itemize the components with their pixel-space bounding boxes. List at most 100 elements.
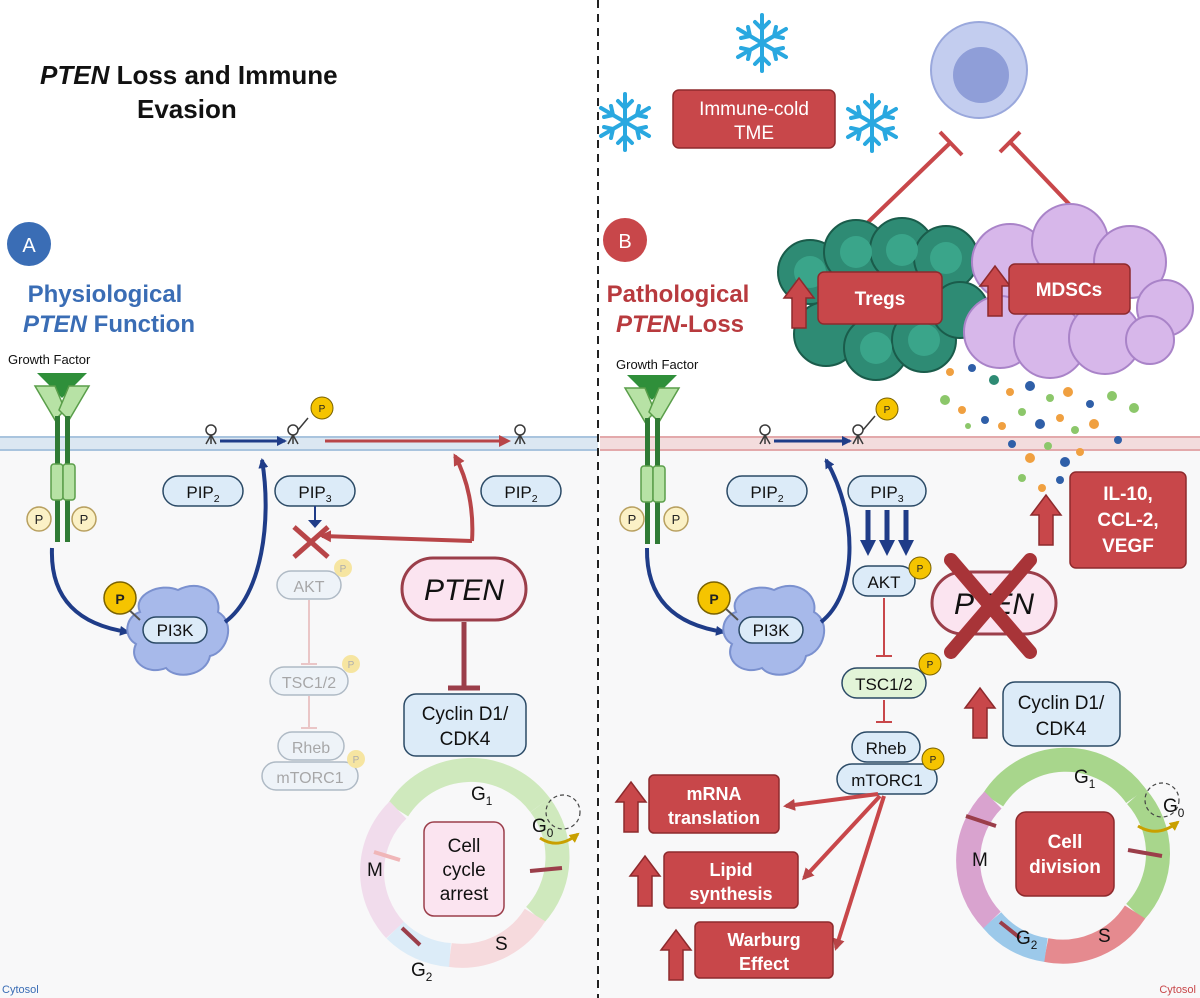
svg-text:TSC1/2: TSC1/2 — [282, 675, 336, 692]
svg-text:mTORC1: mTORC1 — [851, 771, 922, 790]
badge-a — [7, 222, 51, 266]
svg-text:mTORC1: mTORC1 — [276, 770, 343, 787]
svg-text:Rheb: Rheb — [866, 739, 907, 758]
panel-a: A Physiological PTEN Function Growth Fac… — [2, 222, 581, 996]
svg-text:AKT: AKT — [293, 579, 324, 596]
svg-text:Rheb: Rheb — [292, 740, 330, 757]
pi3k-a: PI3K P — [103, 581, 229, 676]
svg-text:Tregs: Tregs — [855, 289, 906, 310]
svg-text:G2: G2 — [1016, 928, 1037, 952]
pten-to-pip2-arrow-a — [453, 453, 475, 542]
panel-a-heading-line2: PTEN Function — [23, 311, 195, 338]
svg-text:PIP2: PIP2 — [186, 483, 219, 505]
growth-factor-receptor-b: P P — [619, 375, 689, 544]
panel-b: B Pathological PTEN-Loss Immune-cold TME — [599, 13, 1196, 996]
membrane-b — [600, 436, 1200, 451]
svg-text:P: P — [672, 512, 681, 527]
svg-text:AKT: AKT — [867, 573, 900, 592]
svg-text:IL-10,: IL-10, — [1103, 484, 1153, 505]
cyclin-box-a: Cyclin D1/ CDK4 — [403, 693, 527, 757]
svg-text:P: P — [709, 591, 718, 607]
svg-text:P: P — [884, 405, 891, 416]
arrow-pi3k-to-membrane-b — [819, 458, 852, 624]
svg-text:PIP3: PIP3 — [870, 483, 903, 505]
cell-cycle-b: Cell division G1 G0 M S G2 — [956, 747, 1185, 964]
svg-text:P: P — [319, 404, 326, 415]
growth-factor-label-a: Growth Factor — [8, 352, 91, 367]
svg-text:PIP2: PIP2 — [504, 483, 537, 505]
svg-text:G0: G0 — [1163, 796, 1185, 820]
svg-text:synthesis: synthesis — [689, 884, 772, 904]
arrow-receptor-to-pi3k-a — [49, 547, 130, 636]
svg-text:Effect: Effect — [739, 954, 789, 974]
pip3-box-a: PIP3 — [274, 475, 356, 507]
svg-text:Cell: Cell — [448, 836, 481, 857]
svg-text:M: M — [367, 860, 383, 881]
page-title-line1: PTEN Loss and Immune — [40, 60, 338, 90]
svg-text:P: P — [927, 660, 934, 671]
triple-arrows-b — [860, 510, 914, 556]
immune-cold-box: Immune-cold TME — [672, 89, 836, 149]
svg-text:division: division — [1029, 857, 1101, 878]
svg-text:PIP3: PIP3 — [298, 483, 331, 505]
svg-text:P: P — [930, 755, 937, 766]
svg-text:G1: G1 — [471, 784, 492, 808]
panel-b-heading-line2: PTEN-Loss — [616, 311, 744, 338]
svg-text:mRNA: mRNA — [686, 784, 741, 804]
pten-protein-a: PTEN — [400, 556, 528, 622]
pip2-box-right-a: PIP2 — [480, 475, 562, 507]
svg-text:Cell: Cell — [1048, 832, 1083, 853]
cyclin-box-b: Cyclin D1/ CDK4 — [1002, 681, 1121, 747]
tregs-box: Tregs — [817, 271, 943, 325]
svg-text:S: S — [1098, 926, 1111, 947]
svg-text:Cyclin D1/: Cyclin D1/ — [422, 704, 509, 725]
svg-text:P: P — [917, 564, 924, 575]
immune-cell — [930, 21, 1028, 119]
lipid-synthesis-box: Lipid synthesis — [663, 851, 799, 909]
svg-text:M: M — [972, 850, 988, 871]
svg-text:PI3K: PI3K — [157, 621, 195, 640]
tsc-box-b: TSC1/2 P — [841, 652, 942, 699]
pip2-box-a: PIP2 — [162, 475, 244, 507]
svg-text:cycle: cycle — [442, 860, 485, 881]
svg-text:Cyclin D1/: Cyclin D1/ — [1018, 693, 1105, 714]
svg-text:Lipid: Lipid — [710, 860, 753, 880]
pten-inhibits-akt-arrow-a — [319, 530, 473, 543]
cytosol-label-a: Cytosol — [2, 984, 39, 996]
cytokines-box: IL-10, CCL-2, VEGF — [1069, 471, 1187, 569]
svg-text:CDK4: CDK4 — [1036, 719, 1087, 740]
svg-text:P: P — [353, 755, 360, 766]
svg-text:CDK4: CDK4 — [440, 729, 491, 750]
akt-box-b: AKT P — [852, 556, 932, 597]
svg-text:VEGF: VEGF — [1102, 536, 1154, 557]
pip2-box-b: PIP2 — [726, 475, 808, 507]
panel-a-heading-line1: Physiological — [28, 281, 183, 308]
svg-text:G1: G1 — [1074, 767, 1095, 791]
badge-a-label: A — [22, 235, 36, 257]
arrow-pi3k-to-membrane-a — [223, 458, 269, 624]
svg-text:S: S — [495, 934, 508, 955]
cell-cycle-a: Cell cycle arrest G1 G0 M S G2 — [360, 757, 581, 984]
svg-text:P: P — [115, 591, 124, 607]
mrna-translation-box: mRNA translation — [648, 774, 780, 834]
cytosol-label-b: Cytosol — [1159, 984, 1196, 996]
svg-text:PI3K: PI3K — [753, 621, 791, 640]
pten-deleted-b: PTEN — [930, 553, 1058, 659]
svg-text:arrest: arrest — [440, 884, 489, 905]
svg-text:Warburg: Warburg — [727, 930, 800, 950]
svg-text:MDSCs: MDSCs — [1036, 280, 1103, 301]
growth-factor-label-b: Growth Factor — [616, 357, 699, 372]
page-title-line2: Evasion — [137, 94, 237, 124]
svg-text:translation: translation — [668, 808, 760, 828]
svg-text:G0: G0 — [532, 816, 554, 840]
growth-factor-receptor-a: P P — [26, 373, 97, 542]
pip3-box-b: PIP3 — [847, 475, 927, 507]
arrow-receptor-to-pi3k-b — [644, 547, 726, 636]
svg-text:P: P — [35, 512, 44, 527]
badge-b-label: B — [618, 231, 631, 253]
svg-text:P: P — [80, 512, 89, 527]
svg-text:PTEN: PTEN — [424, 574, 504, 607]
mdscs-box: MDSCs — [1008, 263, 1131, 315]
